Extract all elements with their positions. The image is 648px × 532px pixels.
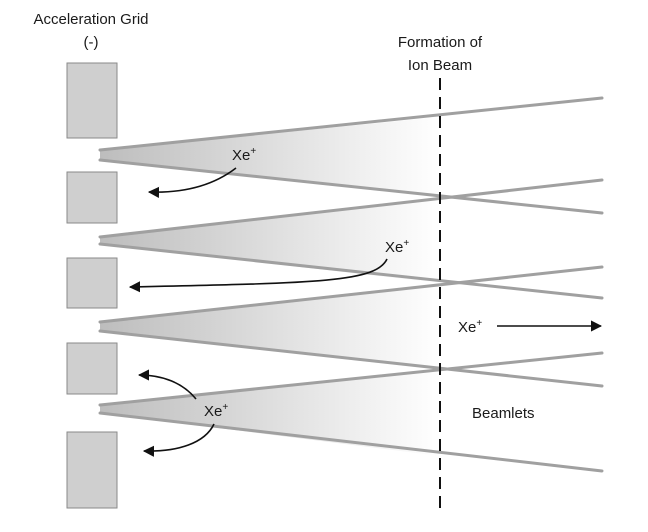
grid-plate-1: [66, 62, 118, 139]
beam-edge-1b: [98, 158, 604, 215]
beam-edge-4b: [98, 411, 604, 473]
beam-title-line2: Ion Beam: [408, 57, 472, 74]
ion-label-1: Xe+: [232, 146, 256, 164]
beam-edge-3a: [98, 265, 604, 324]
grid-title: Acceleration Grid: [33, 11, 148, 28]
ion-arrow-1: [147, 167, 237, 198]
grid-plate-4: [66, 342, 118, 395]
ion-label-4: Xe+: [204, 402, 228, 420]
cone-4: [100, 370, 440, 456]
cone-1: [100, 117, 440, 197]
grid-plate-5: [66, 431, 118, 509]
beam-edge-2b: [98, 242, 604, 300]
grid-polarity: (-): [84, 34, 99, 51]
cone-2: [100, 197, 440, 283]
grid-plate-3: [66, 257, 118, 309]
grid-plate-2: [66, 171, 118, 224]
ion-arrows: [128, 167, 603, 457]
beam-edge-4a: [98, 351, 604, 407]
ion-arrow-5: [142, 423, 215, 457]
beam-title-line1: Formation of: [398, 34, 483, 51]
beamlets-label: Beamlets: [472, 405, 535, 422]
ion-arrow-4: [137, 369, 197, 400]
beamlet-edges: [98, 96, 604, 473]
beam-edge-3b: [98, 329, 604, 388]
beam-edge-2a: [98, 178, 604, 239]
beam-edge-1a: [98, 96, 604, 152]
ion-label-2: Xe+: [385, 238, 409, 256]
acceleration-grid: [66, 62, 118, 509]
beamlet-cones: [100, 117, 440, 456]
cone-3: [100, 283, 440, 370]
ion-arrow-2: [128, 258, 388, 293]
ion-label-3: Xe+: [458, 318, 482, 336]
